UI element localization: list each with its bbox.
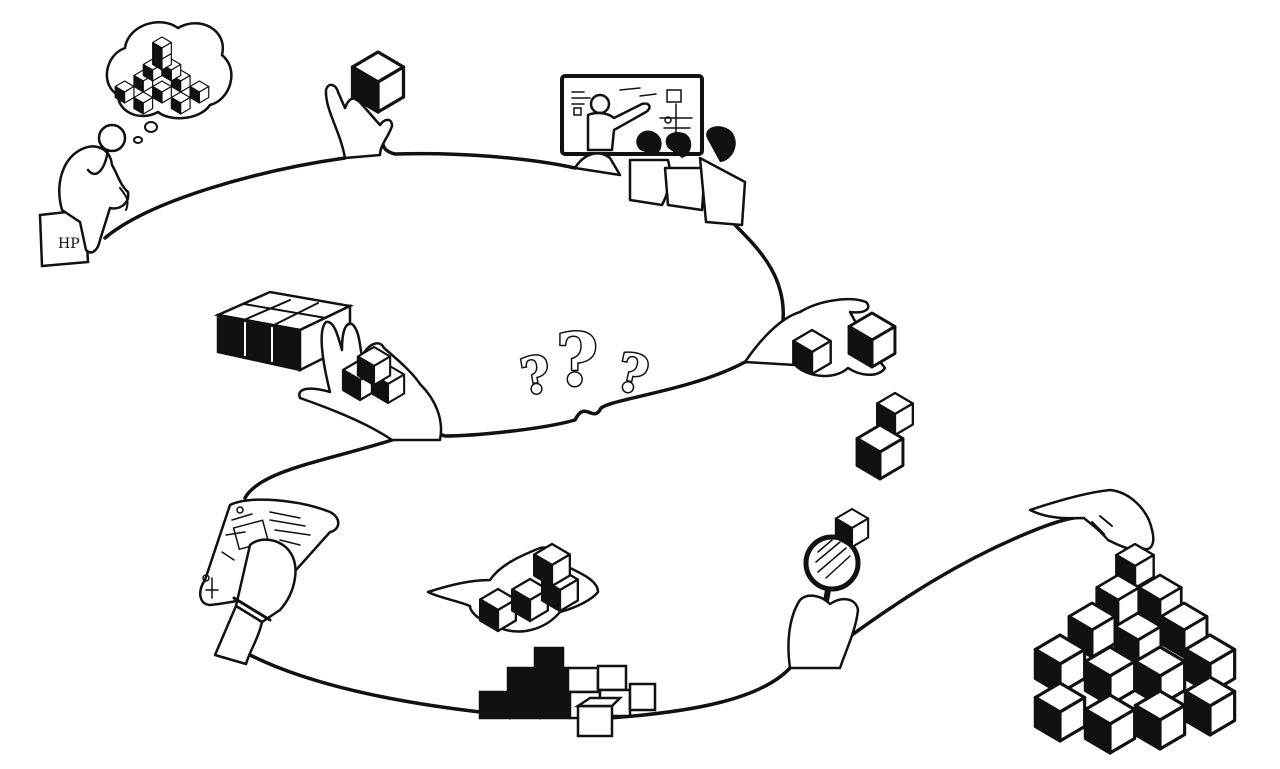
monogram: HP (58, 236, 80, 252)
thinking-person-icon: HP (38, 123, 130, 268)
thought-dot (133, 136, 143, 144)
building-blocks-scene (426, 542, 657, 738)
hand-placing-cube-icon (1028, 488, 1155, 551)
cube-icon (356, 345, 392, 387)
hand-magnifier-icon (787, 594, 860, 670)
cube-icon (350, 50, 406, 114)
question-marks-icon: ? ? ? (515, 316, 655, 409)
hands-cubes-scene (743, 298, 915, 481)
thinker-scene: HP (38, 21, 233, 268)
question-mark: ? (611, 341, 653, 407)
pyramid-scene (1028, 488, 1237, 755)
cube-icon (834, 507, 870, 549)
thought-dot (144, 121, 158, 133)
magnifying-glass-icon (803, 534, 861, 615)
cube-pyramid-icon (1033, 542, 1237, 755)
hand-cube-icon (324, 83, 394, 160)
presentation-scene (560, 74, 747, 227)
hand-cube-scene (324, 50, 406, 160)
question-mark: ? (556, 317, 598, 402)
magnifier-scene (787, 507, 870, 670)
audience-icon (573, 126, 747, 227)
palm-cubes-scene (213, 290, 443, 442)
scroll-plan-scene (199, 498, 340, 666)
cube-icon (792, 328, 832, 376)
cube-icon (847, 311, 897, 369)
cube-icon (855, 423, 905, 481)
question-mark: ? (516, 344, 555, 407)
journey-path (103, 123, 1107, 720)
building-blocks-icon (478, 646, 657, 738)
